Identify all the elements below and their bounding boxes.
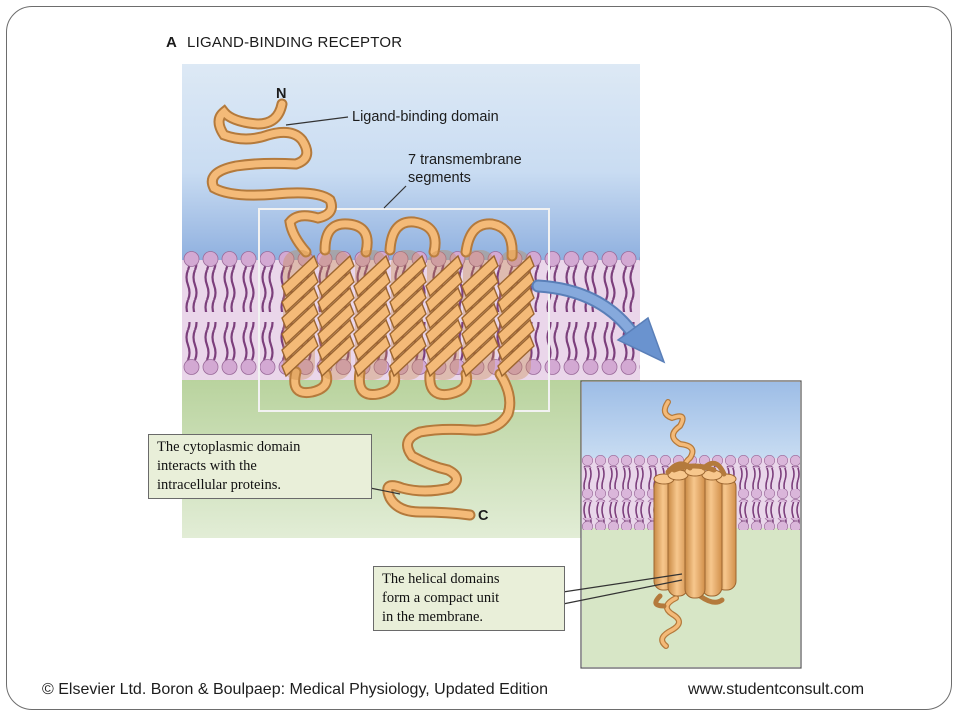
compact-unit-inset bbox=[562, 380, 802, 669]
copyright-text: © Elsevier Ltd. Boron & Boulpaep: Medica… bbox=[42, 681, 548, 698]
helical-callout-line2: form a compact unit bbox=[382, 590, 500, 606]
helical-callout-line3: in the membrane. bbox=[382, 609, 484, 625]
ligand-domain-leader bbox=[285, 116, 349, 126]
cytoplasmic-callout-line2: interacts with the bbox=[157, 458, 257, 474]
cytoplasmic-callout-line3: intracellular proteins. bbox=[157, 477, 282, 493]
ligand-binding-domain-chain bbox=[206, 98, 337, 258]
magnification-box bbox=[258, 208, 550, 412]
transmembrane-leader bbox=[383, 185, 407, 209]
c-terminus-label: C bbox=[478, 508, 489, 524]
transmembrane-label-line2: segments bbox=[408, 170, 471, 186]
helix-2 bbox=[317, 249, 355, 381]
helix-6 bbox=[461, 249, 499, 381]
helical-callout: The helical domains form a compact unit … bbox=[373, 566, 565, 631]
panel-title: A LIGAND-BINDING RECEPTOR bbox=[166, 34, 402, 51]
ligand-binding-domain-label: Ligand-binding domain bbox=[352, 109, 499, 125]
panel-letter: A bbox=[166, 34, 178, 51]
transmembrane-helices bbox=[281, 249, 535, 381]
cytoplasmic-domain-chain bbox=[289, 366, 516, 521]
helix-4 bbox=[389, 249, 427, 381]
zoom-arrow bbox=[531, 279, 666, 364]
transmembrane-label-line1: 7 transmembrane bbox=[408, 152, 522, 168]
cytoplasmic-leader bbox=[369, 487, 401, 495]
website-link[interactable]: www.studentconsult.com bbox=[688, 681, 865, 698]
helical-callout-line1: The helical domains bbox=[382, 571, 500, 587]
extracellular-loops bbox=[319, 216, 518, 262]
helix-3 bbox=[353, 249, 391, 381]
cytoplasmic-callout: The cytoplasmic domain interacts with th… bbox=[148, 434, 372, 499]
helix-5 bbox=[425, 249, 463, 381]
cytoplasmic-callout-line1: The cytoplasmic domain bbox=[157, 439, 301, 455]
n-terminus-label: N bbox=[276, 86, 287, 102]
helix-1 bbox=[281, 250, 319, 380]
panel-title-text: LIGAND-BINDING RECEPTOR bbox=[187, 34, 403, 51]
helix-bundle bbox=[653, 460, 737, 599]
helix-7 bbox=[497, 249, 535, 381]
